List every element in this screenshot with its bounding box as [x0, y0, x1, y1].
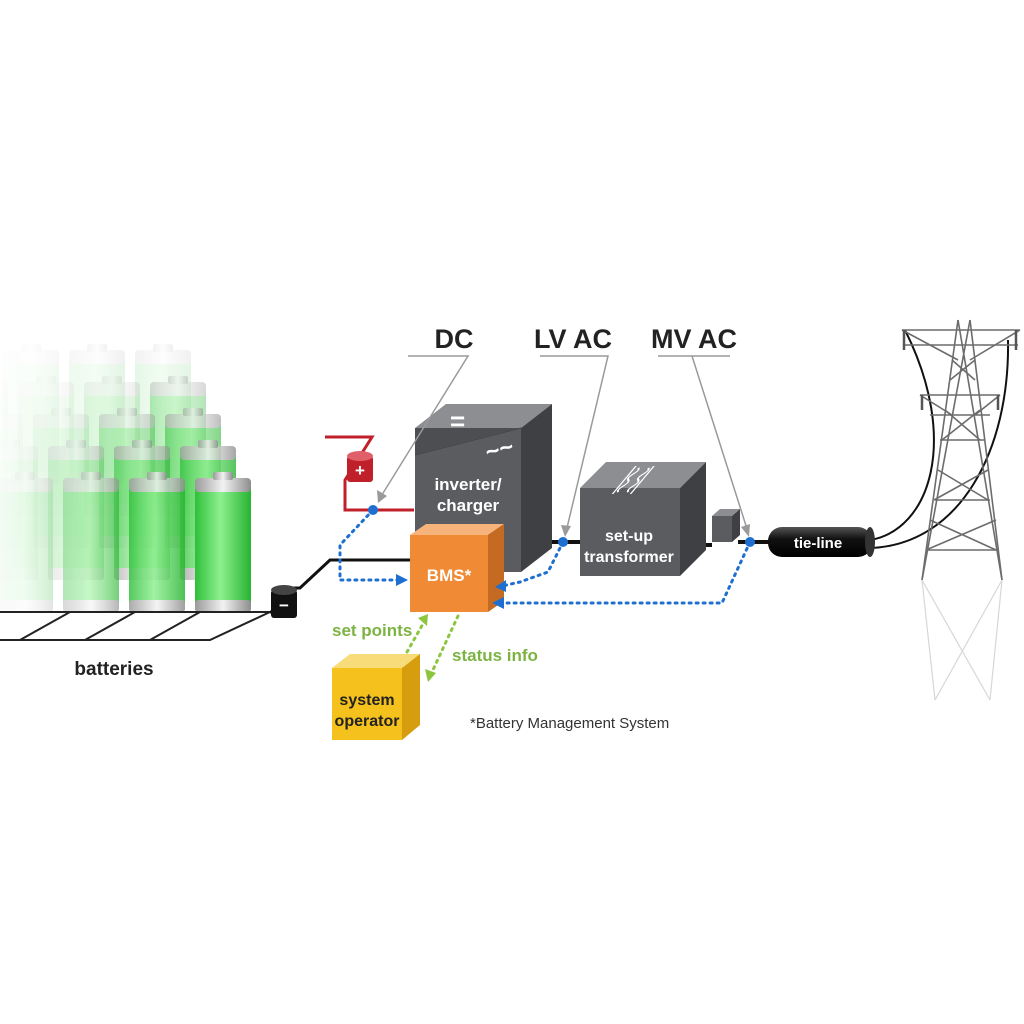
- callout-lines: [379, 355, 749, 533]
- operator-label-line1: system: [339, 692, 394, 709]
- positive-terminal: [347, 451, 373, 482]
- dc-symbol: =: [450, 406, 465, 436]
- arrow-set-points: [418, 614, 428, 626]
- dc-sensor-dot: [368, 505, 378, 515]
- footnote: *Battery Management System: [470, 715, 669, 732]
- inverter-label-line1: inverter/: [434, 475, 501, 494]
- battery-cell: [129, 472, 185, 612]
- arrow-status-info: [425, 669, 436, 682]
- callout-arrow-dc: [377, 490, 387, 503]
- transmission-tower-icon: [901, 319, 1021, 701]
- battery-fade: [0, 300, 120, 660]
- transformer-label-line2: transformer: [584, 549, 674, 566]
- mv-ac-label: MV AC: [651, 324, 737, 354]
- tower-wire-left: [869, 329, 935, 541]
- plus-sign: +: [355, 461, 365, 480]
- tower-wire-right: [869, 339, 1010, 549]
- tie-line-cable: [768, 527, 875, 557]
- operator-label-line2: operator: [335, 713, 400, 730]
- bms-box: [410, 524, 504, 612]
- transformer-coil-icon: [611, 466, 655, 494]
- tie-line-label: tie-line: [794, 535, 842, 552]
- lvac-sensor-dot: [558, 537, 568, 547]
- bms-label: BMS*: [427, 566, 472, 585]
- arrow-dc-to-bms: [396, 574, 408, 586]
- negative-cable: [290, 558, 412, 590]
- arrow-lvac-to-bms: [495, 580, 506, 592]
- mvac-sensor-dot: [745, 537, 755, 547]
- negative-terminal: [271, 585, 297, 618]
- lv-ac-label: LV AC: [534, 324, 612, 354]
- callout-arrow-mvac: [741, 524, 750, 537]
- arrow-mvac-to-bms: [492, 597, 504, 609]
- battery-bus-lines: [0, 611, 271, 641]
- measurement-lines: [338, 508, 752, 605]
- battery-cell: [195, 472, 251, 612]
- status-info-label: status info: [452, 646, 538, 665]
- system-operator-box: [332, 654, 420, 740]
- minus-sign: −: [279, 596, 289, 615]
- dc-label: DC: [435, 324, 474, 354]
- batteries-label: batteries: [74, 659, 153, 680]
- inverter-label-line2: charger: [437, 496, 500, 515]
- switchgear-box: [712, 509, 740, 542]
- set-up-transformer: [580, 462, 706, 576]
- callout-arrow-lvac: [561, 525, 571, 537]
- transformer-label-line1: set-up: [605, 528, 653, 545]
- set-points-label: set points: [332, 621, 412, 640]
- control-lines: [405, 614, 460, 674]
